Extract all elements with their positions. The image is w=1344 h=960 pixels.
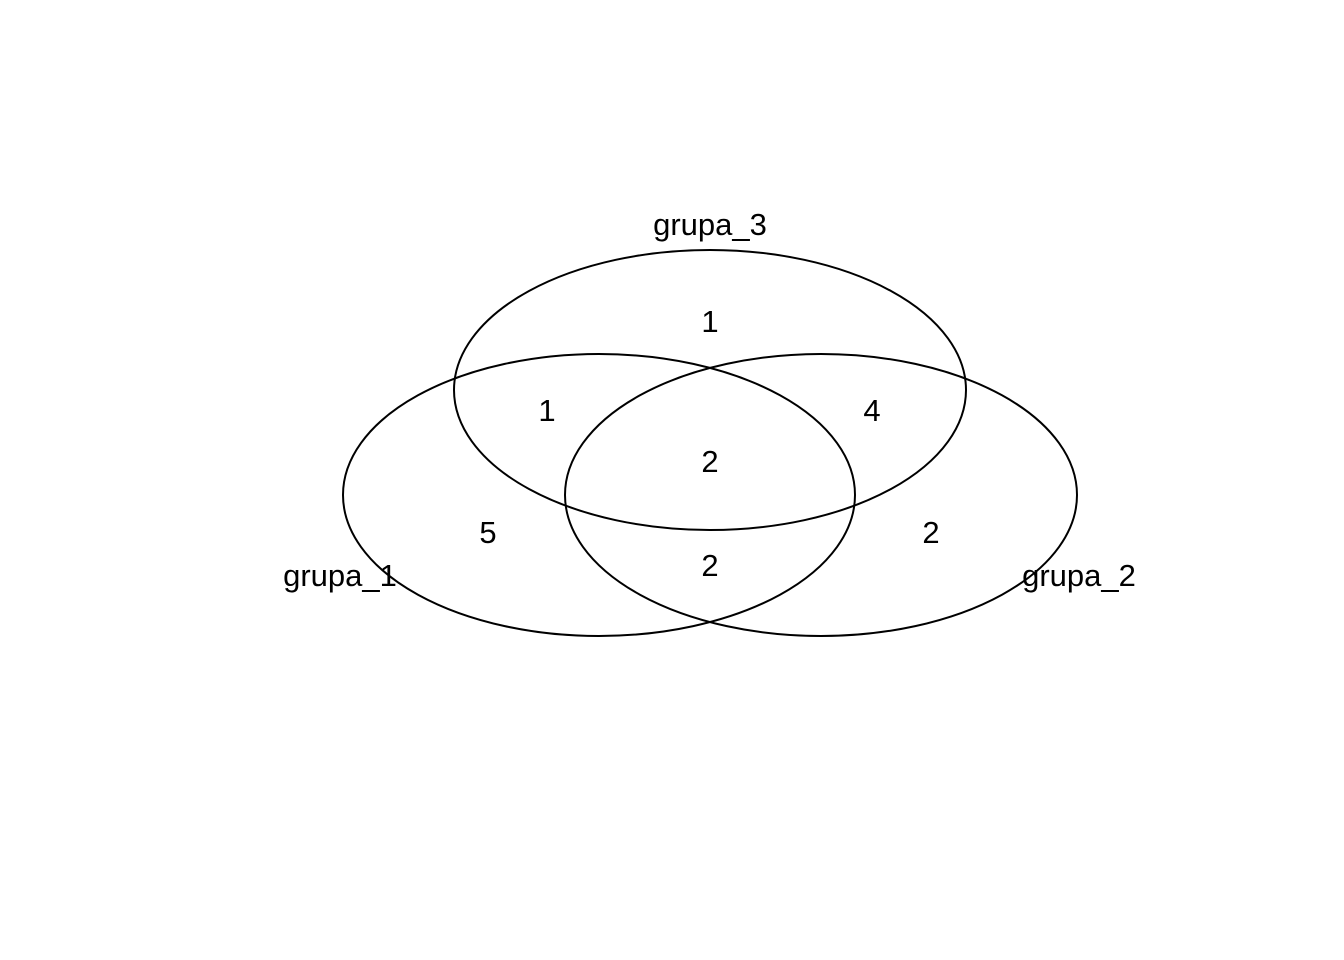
region-count-grupa-2-only: 2 [922,515,939,550]
region-count-all-three: 2 [701,444,718,479]
set-outline-grupa-1 [342,353,856,637]
set-outline-grupa-3 [453,249,967,531]
set-outline-grupa-2 [564,353,1078,637]
region-count-grupa-1-grupa-3: 1 [538,393,555,428]
set-label-grupa-1: grupa_1 [283,558,397,593]
region-count-grupa-2-grupa-3: 4 [863,393,880,428]
set-label-grupa-3: grupa_3 [653,207,767,242]
region-count-grupa-1-only: 5 [479,515,496,550]
region-count-grupa-3-only: 1 [701,304,718,339]
region-count-grupa-1-grupa-2: 2 [701,548,718,583]
set-label-grupa-2: grupa_2 [1022,558,1136,593]
